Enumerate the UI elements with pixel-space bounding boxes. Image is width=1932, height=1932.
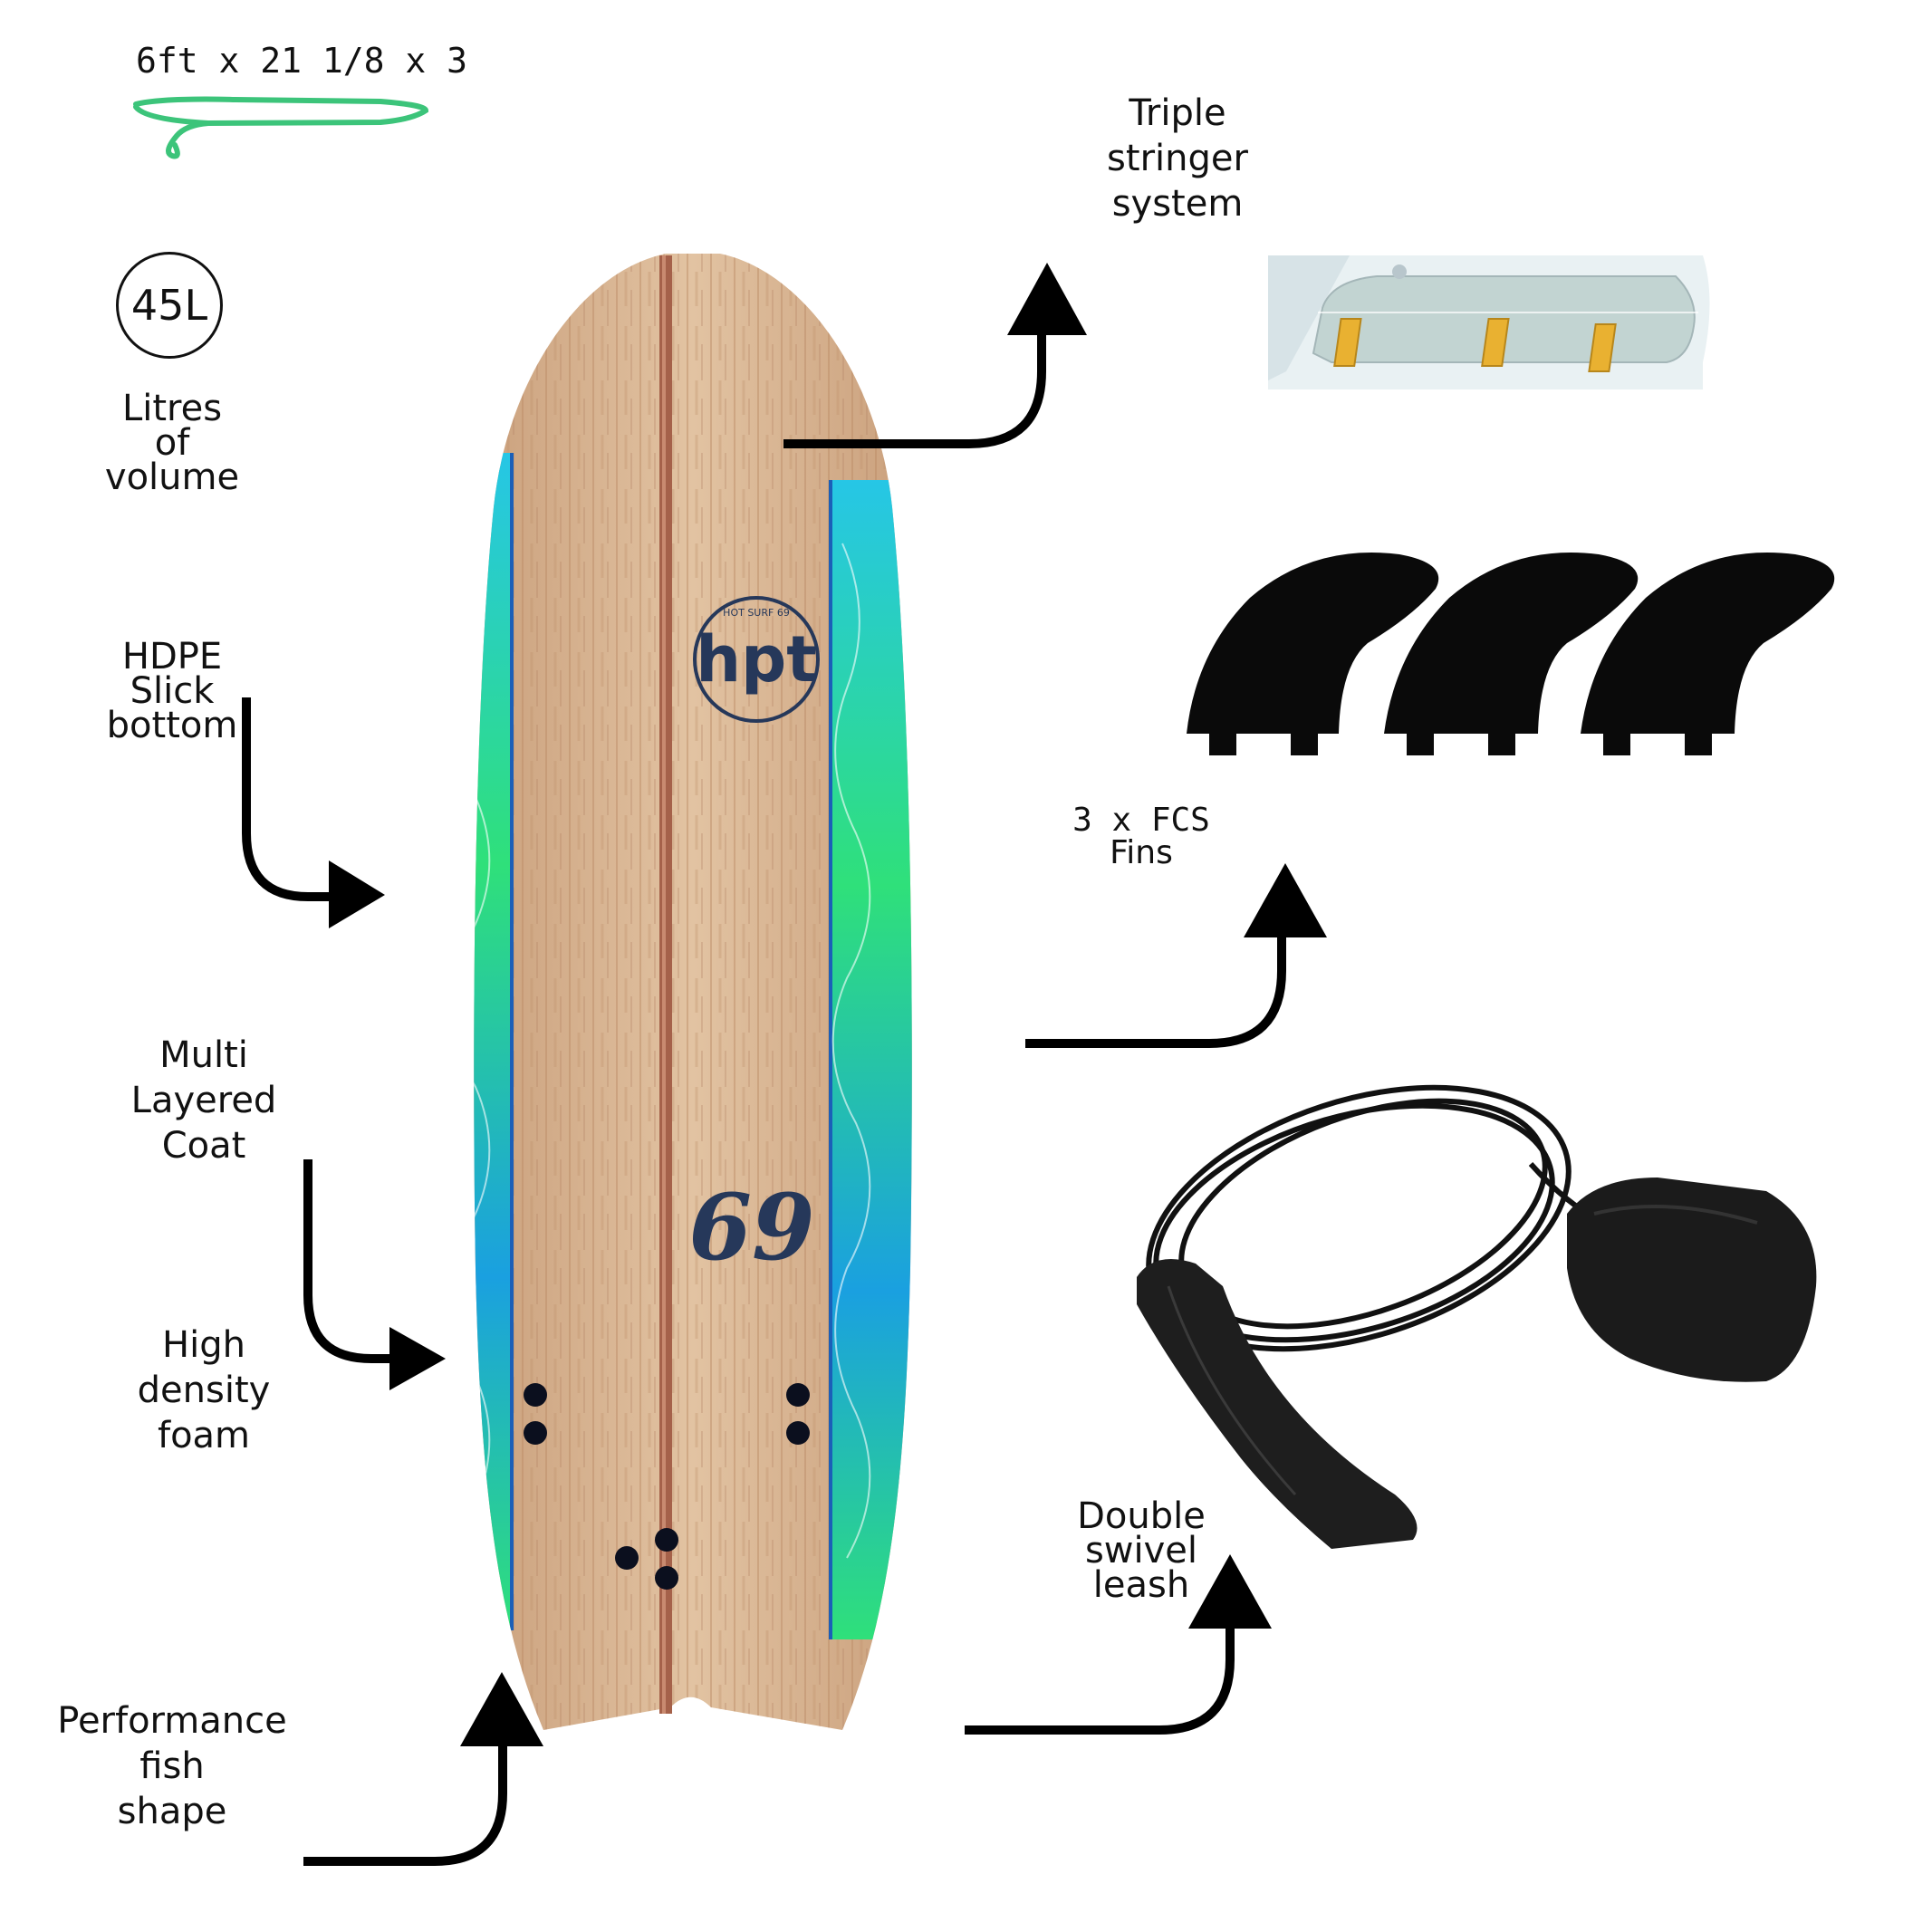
multi-coat-label: Multi Layered Coat (113, 1033, 294, 1168)
hpt-logo: HOT SURF 69 hpt (693, 596, 820, 723)
fish-shape-label: Performance fish shape (45, 1698, 299, 1834)
hpt-logo-mark: hpt (696, 622, 816, 697)
volume-caption: Litres of volume (100, 388, 245, 498)
leash-label: Double swivel leash (1051, 1495, 1232, 1606)
volume-caption-line-3: volume (104, 457, 240, 498)
dimensions-text: 6ft x 21 1/8 x 3 (136, 41, 468, 81)
fin-2 (1384, 553, 1639, 755)
leash-rail-saver (1137, 1259, 1418, 1549)
leash-illustration (1137, 1084, 1817, 1549)
volume-badge: 45L (116, 252, 223, 359)
right-rail (831, 480, 912, 1639)
fcs-fins (1187, 553, 1835, 755)
stringer-label-line-1: Triple (1129, 92, 1226, 134)
arrow-fish-shape (303, 1735, 507, 1866)
hdpe-label-line-3: bottom (106, 705, 238, 746)
stringer-blocks (1333, 318, 1617, 372)
arrow-hdpe (242, 697, 335, 901)
foam-label-line-2: density (137, 1370, 271, 1411)
arrow-stringer (783, 326, 1046, 448)
hdpe-label-line-1: HDPE (121, 636, 223, 678)
fish-shape-label-line-1: Performance (57, 1700, 287, 1742)
hpt-logo-small-text: HOT SURF 69 (723, 607, 790, 619)
fins-label-line-2: Fins (1110, 834, 1173, 871)
stringer-label: Triple stringer system (1082, 91, 1273, 226)
fin-3 (1581, 553, 1835, 755)
arrows (242, 326, 1286, 1866)
fins-label: 3 x FCS Fins (1060, 804, 1223, 870)
sixty-nine-logo: 69 (688, 1174, 814, 1281)
arrow-leash (965, 1621, 1235, 1735)
fins-label-line-1: 3 x FCS (1072, 802, 1210, 839)
volume-caption-line-1: Litres (121, 388, 223, 429)
foam-label-line-1: High (162, 1324, 245, 1366)
leash-label-line-1: Double (1077, 1495, 1206, 1537)
volume-value: 45L (130, 281, 208, 330)
arrow-heads (329, 263, 1327, 1746)
leash-label-line-2: swivel (1084, 1530, 1198, 1572)
stringer-diagram (1268, 255, 1710, 389)
hdpe-label: HDPE Slick bottom (100, 636, 245, 746)
hdpe-label-line-2: Slick (130, 670, 215, 712)
stringer-label-line-2: stringer (1107, 138, 1248, 179)
multi-coat-label-line-2: Layered (130, 1080, 277, 1121)
arrow-fins (1025, 933, 1286, 1048)
multi-coat-label-line-1: Multi (159, 1034, 248, 1076)
fin-plugs (524, 1383, 810, 1590)
fish-shape-label-line-2: fish (139, 1745, 205, 1787)
fin-1 (1187, 553, 1439, 755)
surfboard (474, 254, 912, 1730)
arrow-multi-coat (303, 1159, 389, 1363)
foam-label: High density foam (113, 1322, 294, 1458)
left-rail (474, 453, 512, 1630)
stringer-label-line-3: system (1111, 183, 1244, 225)
multi-coat-label-line-3: Coat (161, 1125, 246, 1167)
volume-caption-line-2: of (154, 422, 190, 464)
leash-cuff (1567, 1177, 1817, 1382)
leash-label-line-3: leash (1092, 1564, 1190, 1606)
foam-label-line-3: foam (157, 1415, 251, 1456)
fish-shape-label-line-3: shape (117, 1791, 227, 1832)
